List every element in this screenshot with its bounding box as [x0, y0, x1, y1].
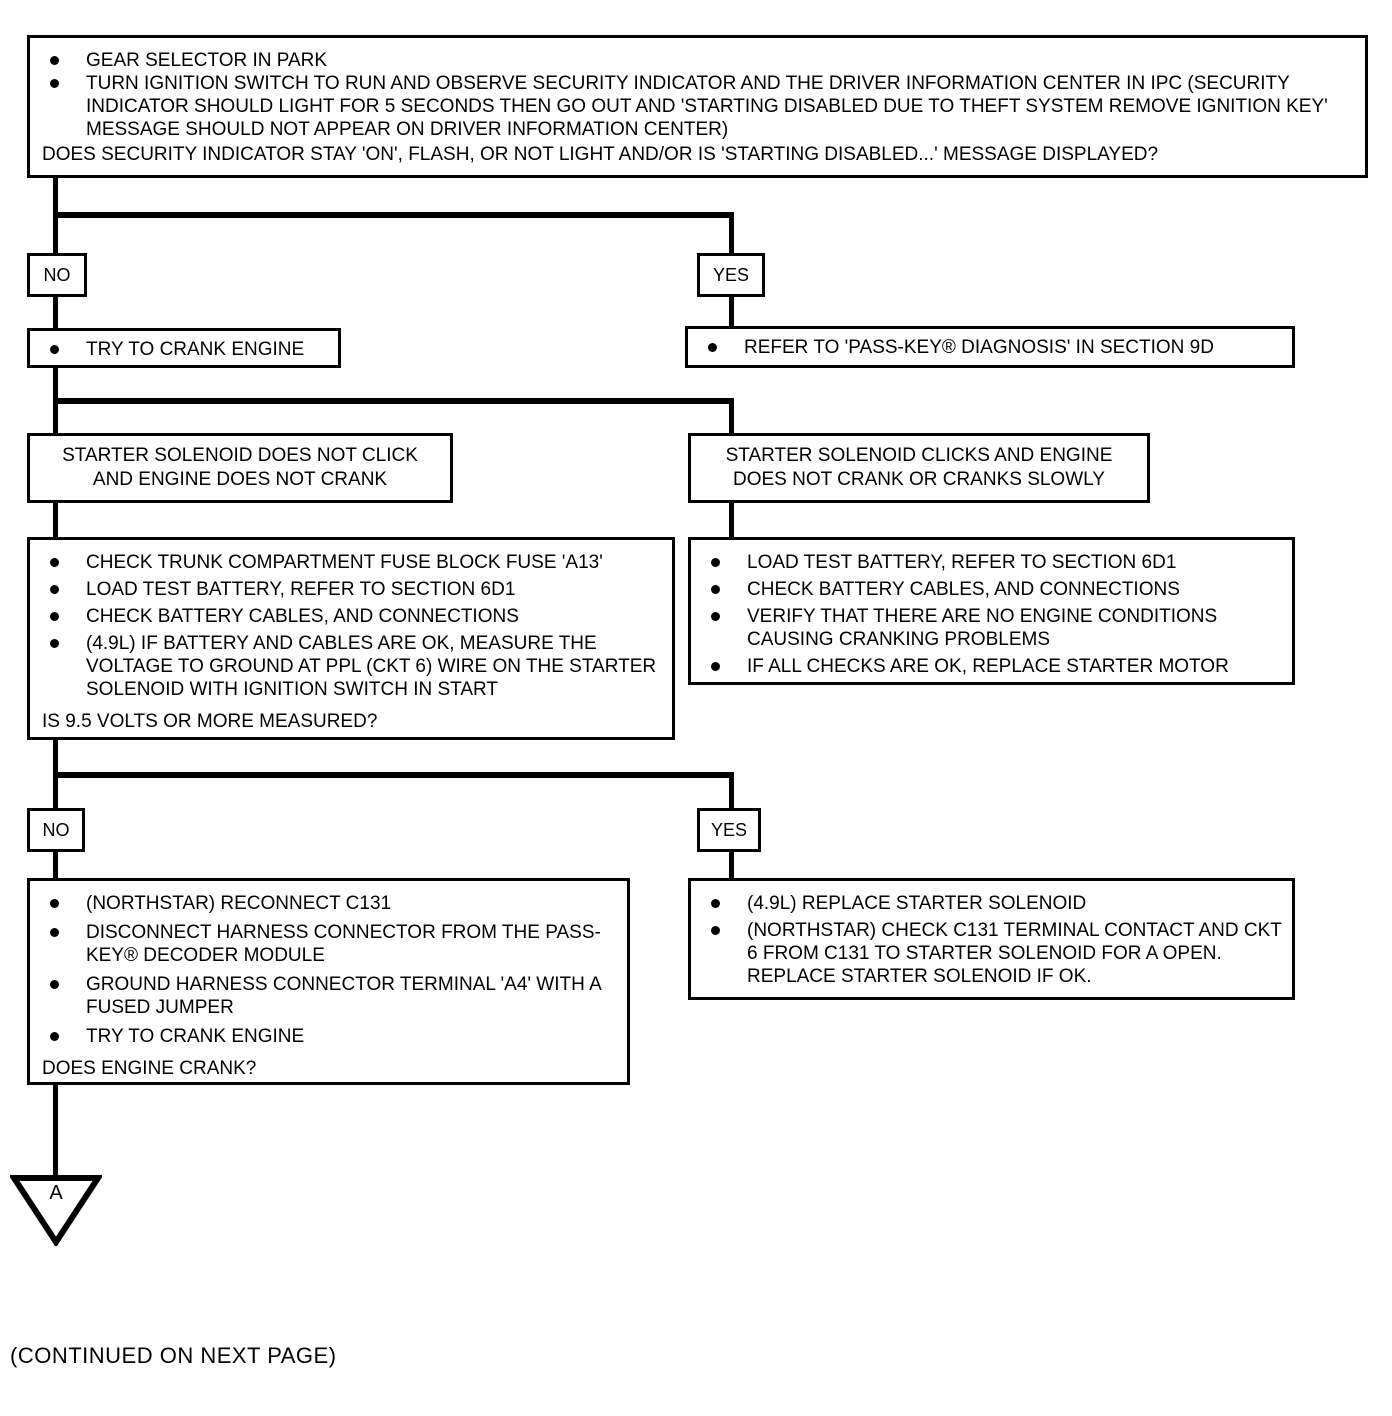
- bullet-item: TURN IGNITION SWITCH TO RUN AND OBSERVE …: [40, 72, 1355, 141]
- node-solenoid-no-click: STARTER SOLENOID DOES NOT CLICK AND ENGI…: [27, 433, 453, 503]
- bullet-item: TRY TO CRANK ENGINE: [40, 338, 328, 361]
- node-start: GEAR SELECTOR IN PARK TURN IGNITION SWIT…: [27, 35, 1368, 178]
- question-text: DOES SECURITY INDICATOR STAY 'ON', FLASH…: [42, 144, 1159, 165]
- connector-line: [729, 218, 734, 253]
- node-decision2-yes: YES: [697, 808, 761, 852]
- condition-line: STARTER SOLENOID DOES NOT CLICK: [62, 445, 418, 466]
- bullet-icon: [711, 558, 720, 567]
- branch-line: [53, 772, 734, 778]
- node-decision1-yes: YES: [697, 253, 765, 297]
- bullet-text: REFER TO 'PASS-KEY® DIAGNOSIS' IN SECTIO…: [744, 337, 1214, 358]
- bullet-text: LOAD TEST BATTERY, REFER TO SECTION 6D1: [86, 579, 516, 600]
- bullet-text: CHECK TRUNK COMPARTMENT FUSE BLOCK FUSE …: [86, 552, 603, 573]
- bullet-icon: [708, 343, 717, 352]
- bullet-item: DISCONNECT HARNESS CONNECTOR FROM THE PA…: [40, 921, 617, 967]
- bullet-text: (NORTHSTAR) CHECK C131 TERMINAL CONTACT …: [747, 920, 1282, 987]
- bullet-item: LOAD TEST BATTERY, REFER TO SECTION 6D1: [701, 551, 1282, 574]
- bullet-item: TRY TO CRANK ENGINE: [40, 1025, 617, 1048]
- bullet-icon: [50, 612, 59, 621]
- connector-line: [53, 218, 58, 253]
- bullet-item: (4.9L) IF BATTERY AND CABLES ARE OK, MEA…: [40, 632, 662, 701]
- bullet-item: (4.9L) REPLACE STARTER SOLENOID: [701, 892, 1282, 915]
- connector-line: [53, 178, 58, 218]
- bullet-icon: [50, 345, 59, 354]
- connector-line: [53, 740, 58, 778]
- bullet-text: GEAR SELECTOR IN PARK: [86, 50, 328, 71]
- offpage-connector-label: A: [49, 1182, 63, 1204]
- bullet-text: VERIFY THAT THERE ARE NO ENGINE CONDITIO…: [747, 606, 1218, 650]
- bullet-item: (NORTHSTAR) CHECK C131 TERMINAL CONTACT …: [701, 919, 1282, 988]
- bullet-text: (4.9L) IF BATTERY AND CABLES ARE OK, MEA…: [86, 633, 657, 700]
- bullet-text: (4.9L) REPLACE STARTER SOLENOID: [747, 893, 1087, 914]
- connector-line: [729, 852, 734, 878]
- condition-line: DOES NOT CRANK OR CRANKS SLOWLY: [733, 469, 1105, 490]
- node-try-crank: TRY TO CRANK ENGINE: [27, 328, 341, 368]
- connector-line: [729, 297, 734, 326]
- bullet-item: CHECK TRUNK COMPARTMENT FUSE BLOCK FUSE …: [40, 551, 662, 574]
- bullet-item: (NORTHSTAR) RECONNECT C131: [40, 892, 617, 915]
- connector-line: [53, 368, 58, 402]
- connector-line: [53, 1085, 58, 1178]
- bullet-text: LOAD TEST BATTERY, REFER TO SECTION 6D1: [747, 552, 1177, 573]
- bullet-text: DISCONNECT HARNESS CONNECTOR FROM THE PA…: [86, 922, 601, 966]
- branch-line: [53, 212, 734, 218]
- bullet-text: IF ALL CHECKS ARE OK, REPLACE STARTER MO…: [747, 656, 1229, 677]
- bullet-text: TURN IGNITION SWITCH TO RUN AND OBSERVE …: [86, 73, 1328, 140]
- condition-line: STARTER SOLENOID CLICKS AND ENGINE: [725, 445, 1113, 466]
- bullet-icon: [50, 585, 59, 594]
- bullet-text: (NORTHSTAR) RECONNECT C131: [86, 893, 392, 914]
- node-checks-clicks: LOAD TEST BATTERY, REFER TO SECTION 6D1 …: [688, 537, 1295, 685]
- node-refer-passkey: REFER TO 'PASS-KEY® DIAGNOSIS' IN SECTIO…: [685, 326, 1295, 368]
- bullet-item: GEAR SELECTOR IN PARK: [40, 49, 1355, 72]
- bullet-icon: [50, 928, 59, 937]
- bullet-item: CHECK BATTERY CABLES, AND CONNECTIONS: [40, 605, 662, 628]
- node-checks-no-click: CHECK TRUNK COMPARTMENT FUSE BLOCK FUSE …: [27, 537, 675, 740]
- connector-line: [53, 297, 58, 328]
- connector-line: [53, 404, 58, 433]
- bullet-icon: [711, 899, 720, 908]
- question-text: IS 9.5 VOLTS OR MORE MEASURED?: [42, 711, 378, 732]
- bullet-item: REFER TO 'PASS-KEY® DIAGNOSIS' IN SECTIO…: [698, 336, 1282, 359]
- node-replace-solenoid: (4.9L) REPLACE STARTER SOLENOID (NORTHST…: [688, 878, 1295, 1000]
- bullet-icon: [50, 639, 59, 648]
- condition-line: AND ENGINE DOES NOT CRANK: [92, 469, 388, 490]
- bullet-icon: [50, 980, 59, 989]
- bullet-icon: [50, 56, 59, 65]
- connector-line: [53, 852, 58, 878]
- bullet-text: TRY TO CRANK ENGINE: [86, 339, 305, 360]
- bullet-text: TRY TO CRANK ENGINE: [86, 1026, 305, 1047]
- bullet-icon: [711, 662, 720, 671]
- bullet-icon: [50, 899, 59, 908]
- connector-line: [53, 503, 58, 537]
- offpage-connector-triangle-icon: [8, 1174, 104, 1248]
- bullet-item: LOAD TEST BATTERY, REFER TO SECTION 6D1: [40, 578, 662, 601]
- branch-line: [53, 398, 734, 404]
- node-decision2-no: NO: [27, 808, 85, 852]
- node-decision1-no: NO: [27, 253, 87, 297]
- connector-line: [53, 778, 58, 808]
- connector-line: [729, 503, 734, 537]
- node-solenoid-clicks: STARTER SOLENOID CLICKS AND ENGINE DOES …: [688, 433, 1150, 503]
- bullet-icon: [50, 558, 59, 567]
- bullet-item: CHECK BATTERY CABLES, AND CONNECTIONS: [701, 578, 1282, 601]
- bullet-text: CHECK BATTERY CABLES, AND CONNECTIONS: [747, 579, 1180, 600]
- bullet-item: IF ALL CHECKS ARE OK, REPLACE STARTER MO…: [701, 655, 1282, 678]
- bullet-item: GROUND HARNESS CONNECTOR TERMINAL 'A4' W…: [40, 973, 617, 1019]
- continued-note: (CONTINUED ON NEXT PAGE): [10, 1343, 337, 1368]
- connector-line: [729, 778, 734, 808]
- bullet-icon: [711, 612, 720, 621]
- bullet-icon: [711, 926, 720, 935]
- node-northstar-test: (NORTHSTAR) RECONNECT C131 DISCONNECT HA…: [27, 878, 630, 1085]
- bullet-icon: [711, 585, 720, 594]
- bullet-text: GROUND HARNESS CONNECTOR TERMINAL 'A4' W…: [86, 974, 601, 1018]
- bullet-icon: [50, 79, 59, 88]
- bullet-item: VERIFY THAT THERE ARE NO ENGINE CONDITIO…: [701, 605, 1282, 651]
- bullet-text: CHECK BATTERY CABLES, AND CONNECTIONS: [86, 606, 519, 627]
- question-text: DOES ENGINE CRANK?: [42, 1058, 257, 1079]
- connector-line: [729, 404, 734, 433]
- bullet-icon: [50, 1032, 59, 1041]
